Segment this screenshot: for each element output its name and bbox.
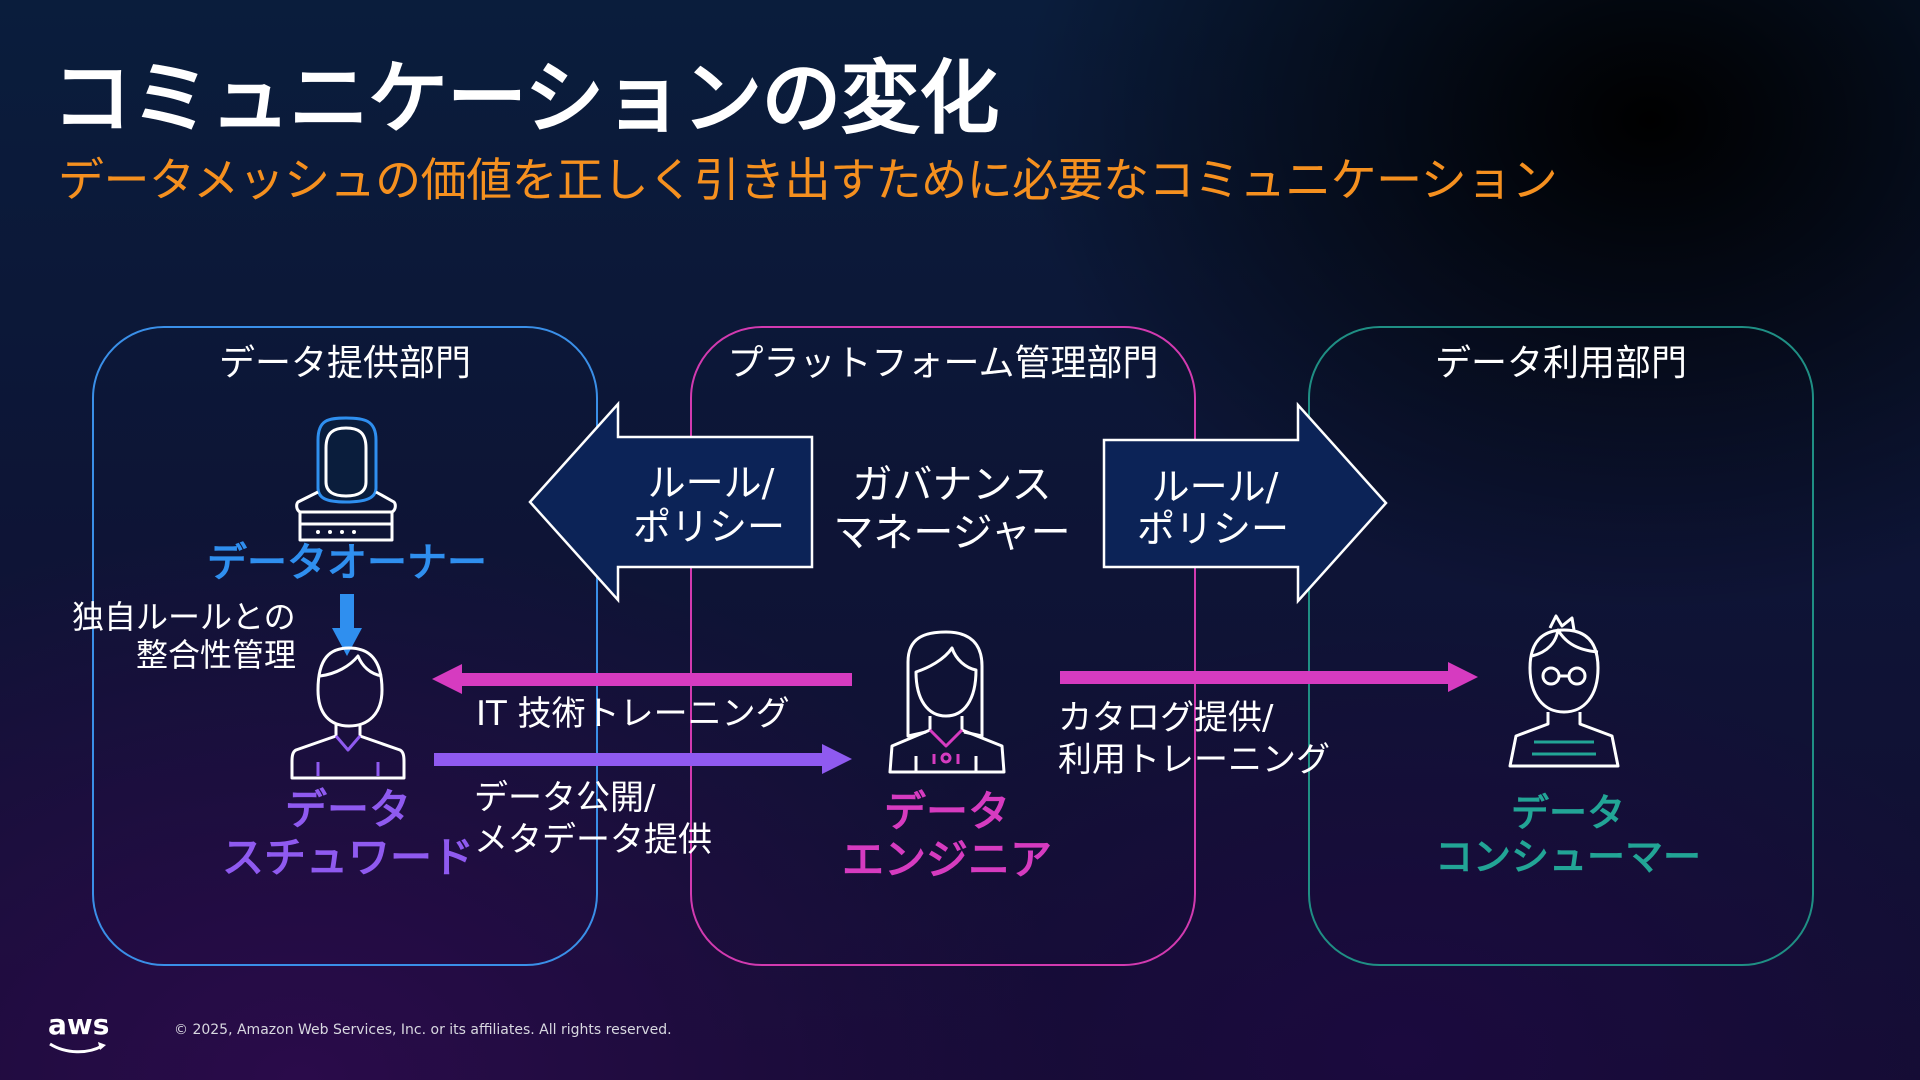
publish-label-2: メタデータ提供 [474, 820, 712, 860]
aws-logo: aws [48, 1008, 110, 1054]
left-arrow-label-2: ポリシー [632, 505, 785, 549]
platform-panel [690, 326, 1196, 966]
it-training-arrow [432, 664, 852, 694]
data-consumer-label-2: コンシューマー [1434, 835, 1701, 879]
data-steward-label-1: データ [284, 785, 411, 834]
provider-panel [92, 326, 598, 966]
catalog-label-1: カタログ提供/ [1058, 698, 1274, 738]
data-consumer-icon [1508, 614, 1620, 768]
catalog-label-2: 利用トレーニング [1058, 740, 1330, 780]
slide-subtitle: データメッシュの価値を正しく引き出すために必要なコミュニケーション [58, 153, 1558, 207]
consistency-label-1: 独自ルールとの [72, 598, 296, 636]
publish-label-1: データ公開/ [474, 778, 656, 818]
right-arrow-label-2: ポリシー [1136, 507, 1289, 551]
publish-arrow [434, 744, 852, 774]
governance-manager-line1: ガバナンス [852, 462, 1052, 508]
slide-title: コミュニケーションの変化 [52, 52, 999, 145]
left-block-arrow [528, 400, 814, 604]
consistency-label-2: 整合性管理 [136, 636, 297, 674]
data-engineer-label-2: エンジニア [841, 835, 1052, 884]
it-training-label: IT 技術トレーニング [476, 694, 790, 734]
data-owner-label: データオーナー [207, 540, 487, 586]
data-owner-icon [295, 416, 397, 542]
left-arrow-label-1: ルール/ [647, 461, 775, 505]
data-steward-label-2: スチュワード [221, 833, 474, 882]
right-block-arrow [1102, 401, 1388, 605]
consumer-panel-label: データ利用部門 [1434, 343, 1687, 384]
governance-manager-line2: マネージャー [833, 510, 1071, 556]
data-engineer-label-1: データ [883, 787, 1010, 836]
data-consumer-label-1: データ [1510, 791, 1625, 835]
consumer-panel [1308, 326, 1814, 966]
aws-smile-icon [49, 1042, 106, 1054]
provider-panel-label: データ提供部門 [218, 343, 471, 384]
data-engineer-icon [888, 630, 1006, 774]
data-steward-icon [290, 646, 406, 780]
aws-logo-text: aws [48, 1008, 110, 1041]
copyright: © 2025, Amazon Web Services, Inc. or its… [174, 1022, 672, 1038]
catalog-arrow [1060, 662, 1478, 692]
right-arrow-label-1: ルール/ [1151, 465, 1279, 509]
platform-panel-label: プラットフォーム管理部門 [727, 343, 1159, 384]
consistency-arrow [332, 594, 362, 656]
